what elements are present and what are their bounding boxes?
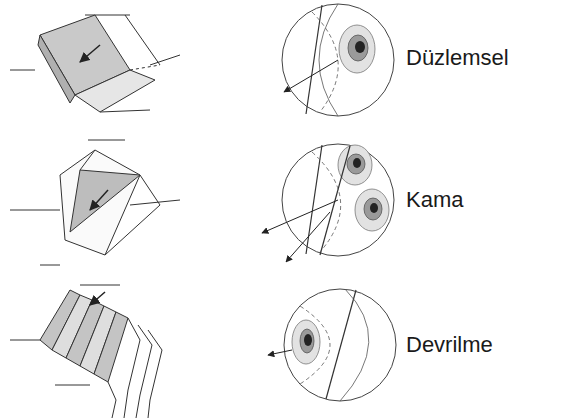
failure-type-label: Düzlemsel [406,46,509,70]
toppling-stereonet [268,289,396,401]
planar-stereonet [282,4,394,116]
failure-type-label: Kama [406,188,463,212]
failure-type-label: Devrilme [406,333,493,357]
planar-block [10,15,180,112]
toppling-block [10,285,162,418]
wedge-stereonet [262,144,394,262]
wedge-block [10,140,180,265]
